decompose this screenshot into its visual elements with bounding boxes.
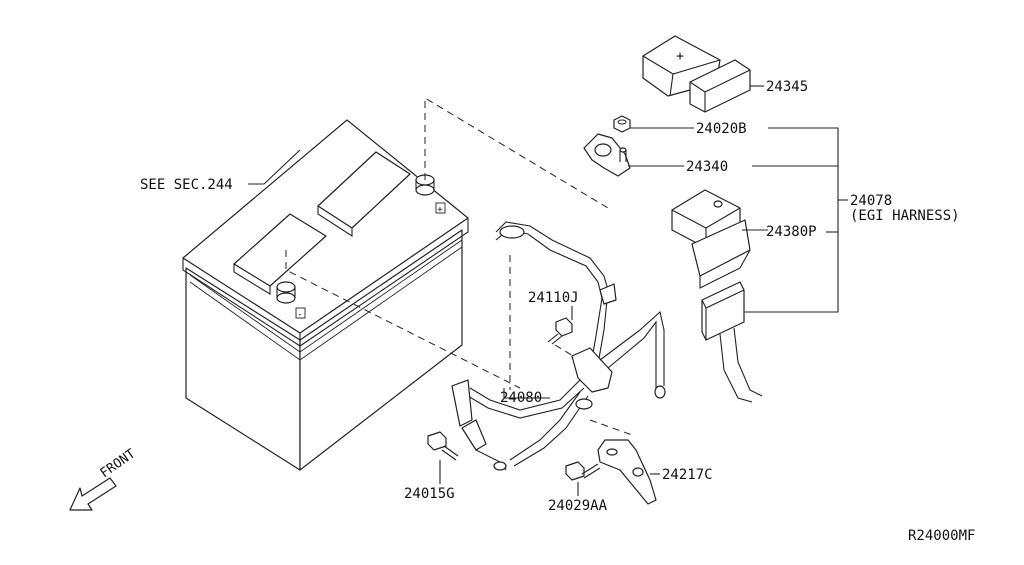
fusible-link-24380p	[671, 189, 751, 289]
leader-lines	[248, 85, 848, 496]
callout-labels: SEE SEC.244 24345 24020B 24340 24078 (EG…	[140, 79, 975, 544]
label-egi-harness: (EGI HARNESS)	[850, 208, 960, 224]
label-24080: 24080	[500, 390, 542, 406]
label-24078: 24078	[850, 193, 892, 209]
negative-terminal-mark: -	[297, 310, 302, 320]
label-24020b: 24020B	[696, 121, 747, 137]
front-arrow: FRONT	[69, 446, 139, 511]
battery: - +	[182, 119, 469, 471]
positive-symbol: +	[676, 49, 684, 64]
terminal-cover-24345: +	[642, 35, 751, 113]
label-24340: 24340	[686, 159, 728, 175]
see-sec-label: SEE SEC.244	[140, 177, 233, 193]
bolt-24029aa	[565, 461, 601, 481]
label-24217c: 24217C	[662, 467, 713, 483]
label-24110j: 24110J	[528, 290, 579, 306]
battery-cable-24080	[451, 221, 666, 471]
bolt-24110j	[547, 317, 573, 345]
positive-terminal-mark: +	[437, 205, 443, 215]
label-24029aa: 24029AA	[548, 498, 608, 514]
nut-24020b	[613, 115, 631, 133]
front-label: FRONT	[98, 446, 139, 481]
diagram-id: R24000MF	[908, 528, 975, 544]
bracket-24217c	[597, 439, 657, 505]
egi-harness-connector	[701, 281, 763, 403]
bolt-24015g	[427, 431, 459, 461]
label-24015g: 24015G	[404, 486, 455, 502]
label-24345: 24345	[766, 79, 808, 95]
terminal-clamp-24340	[583, 133, 631, 177]
label-24380p: 24380P	[766, 224, 817, 240]
